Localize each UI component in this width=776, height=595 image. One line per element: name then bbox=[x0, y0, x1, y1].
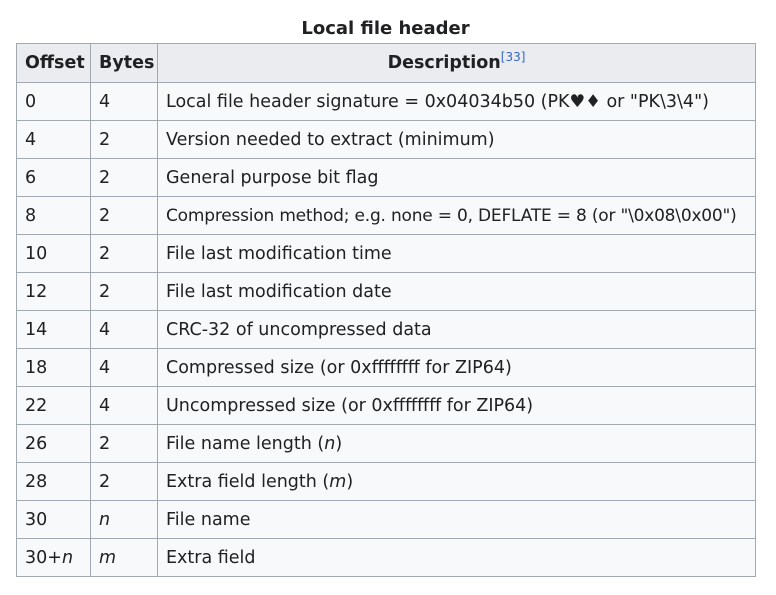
table-row: 12 2 File last modification date bbox=[16, 272, 756, 311]
header-row: Offset Bytes Description[33] bbox=[16, 43, 756, 83]
offset-cell: 0 bbox=[16, 82, 91, 121]
variable-m: m bbox=[329, 471, 347, 492]
description-cell: Compressed size (or 0xffffffff for ZIP64… bbox=[157, 348, 756, 387]
table-row: 26 2 File name length (n) bbox=[16, 424, 756, 463]
offset-cell: 28 bbox=[16, 462, 91, 501]
description-cell: Local file header signature = 0x04034b50… bbox=[157, 82, 756, 121]
header-bytes: Bytes bbox=[90, 43, 158, 83]
variable-n: n bbox=[99, 509, 111, 530]
offset-cell: 8 bbox=[16, 196, 91, 235]
offset-cell: 4 bbox=[16, 120, 91, 159]
description-cell: File last modification time bbox=[157, 234, 756, 273]
description-cell: File last modification date bbox=[157, 272, 756, 311]
description-text: Extra field length ( bbox=[166, 471, 330, 492]
description-cell: CRC-32 of uncompressed data bbox=[157, 310, 756, 349]
description-cell: File name bbox=[157, 500, 756, 539]
table-caption: Local file header bbox=[301, 18, 470, 39]
local-file-header-table: Offset Bytes Description[33] 0 4 Local f… bbox=[16, 43, 756, 577]
table-row: 28 2 Extra field length (m) bbox=[16, 462, 756, 501]
bytes-cell: 4 bbox=[90, 310, 158, 349]
offset-text: 30+ bbox=[25, 547, 62, 568]
bytes-cell: 4 bbox=[90, 82, 158, 121]
header-offset: Offset bbox=[16, 43, 91, 83]
description-cell: File name length (n) bbox=[157, 424, 756, 463]
table-row: 30 n File name bbox=[16, 500, 756, 539]
local-file-header-table-container: Local file header Offset Bytes Descripti… bbox=[16, 14, 756, 577]
bytes-cell: n bbox=[90, 500, 158, 539]
offset-cell: 26 bbox=[16, 424, 91, 463]
table-row: 8 2 Compression method; e.g. none = 0, D… bbox=[16, 196, 756, 235]
table-row: 4 2 Version needed to extract (minimum) bbox=[16, 120, 756, 159]
description-cell: Extra field length (m) bbox=[157, 462, 756, 501]
bytes-cell: 4 bbox=[90, 386, 158, 425]
variable-n: n bbox=[61, 547, 74, 568]
offset-cell: 30+n bbox=[16, 538, 91, 577]
table-row: 0 4 Local file header signature = 0x0403… bbox=[16, 82, 756, 121]
description-cell: Compression method; e.g. none = 0, DEFLA… bbox=[157, 196, 756, 235]
variable-n: n bbox=[324, 433, 336, 454]
offset-cell: 22 bbox=[16, 386, 91, 425]
bytes-cell: 2 bbox=[90, 462, 158, 501]
table-row: 10 2 File last modification time bbox=[16, 234, 756, 273]
description-cell: General purpose bit flag bbox=[157, 158, 756, 197]
bytes-cell: 2 bbox=[90, 196, 158, 235]
bytes-cell: 2 bbox=[90, 424, 158, 463]
header-description: Description[33] bbox=[157, 43, 756, 83]
reference-link[interactable]: [33] bbox=[500, 50, 526, 65]
description-text: ) bbox=[335, 433, 343, 454]
description-cell: Uncompressed size (or 0xffffffff for ZIP… bbox=[157, 386, 756, 425]
bytes-cell: 4 bbox=[90, 348, 158, 387]
table-row: 6 2 General purpose bit flag bbox=[16, 158, 756, 197]
table-row: 14 4 CRC-32 of uncompressed data bbox=[16, 310, 756, 349]
offset-cell: 12 bbox=[16, 272, 91, 311]
offset-cell: 10 bbox=[16, 234, 91, 273]
bytes-cell: 2 bbox=[90, 120, 158, 159]
bytes-cell: 2 bbox=[90, 158, 158, 197]
variable-m: m bbox=[99, 547, 117, 568]
offset-cell: 30 bbox=[16, 500, 91, 539]
bytes-cell: 2 bbox=[90, 234, 158, 273]
description-text: ) bbox=[346, 471, 354, 492]
offset-cell: 6 bbox=[16, 158, 91, 197]
table-row: 30+n m Extra field bbox=[16, 538, 756, 577]
description-text: File name length ( bbox=[166, 433, 325, 454]
table-row: 18 4 Compressed size (or 0xffffffff for … bbox=[16, 348, 756, 387]
bytes-cell: m bbox=[90, 538, 158, 577]
description-cell: Version needed to extract (minimum) bbox=[157, 120, 756, 159]
bytes-cell: 2 bbox=[90, 272, 158, 311]
header-description-label: Description bbox=[387, 53, 501, 73]
offset-cell: 14 bbox=[16, 310, 91, 349]
description-cell: Extra field bbox=[157, 538, 756, 577]
offset-cell: 18 bbox=[16, 348, 91, 387]
table-row: 22 4 Uncompressed size (or 0xffffffff fo… bbox=[16, 386, 756, 425]
